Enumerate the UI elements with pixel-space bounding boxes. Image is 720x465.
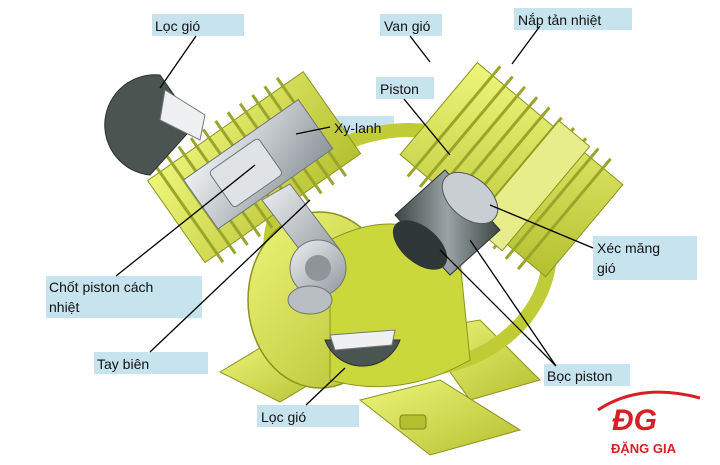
label-tay-bien: Tay biên — [97, 356, 149, 372]
label-box-nap-tan-nhiet — [514, 8, 632, 30]
label-box-piston — [376, 77, 434, 99]
label-loc-gio-top: Lọc gió — [155, 18, 200, 34]
label-nap-tan-nhiet: Nắp tản nhiệt — [518, 12, 601, 28]
left-cylinder — [146, 70, 362, 264]
leader-boc-piston-2 — [469, 239, 557, 367]
brand-logo: ĐG ĐẶNG GIA — [597, 390, 701, 456]
leader-van-gio — [409, 35, 431, 63]
bottom-air-filter — [324, 329, 401, 367]
leader-piston — [403, 98, 451, 156]
top-air-filter — [104, 74, 206, 176]
right-cylinder — [399, 61, 624, 278]
logo-swoosh — [597, 390, 701, 412]
label-xec-mang-line2: gió — [597, 260, 616, 276]
connecting-rod — [261, 183, 347, 315]
leader-loc-gio-top — [159, 35, 197, 89]
label-xy-lanh: Xy-lanh — [334, 120, 381, 136]
leader-xy-lanh — [295, 126, 331, 135]
label-chot-piston-line1: Chốt piston cách — [49, 279, 153, 295]
label-box-loc-gio-bottom — [257, 405, 359, 427]
leader-boc-piston-1 — [439, 249, 557, 367]
label-van-gio: Van gió — [384, 18, 431, 34]
label-chot-piston-line2: nhiệt — [49, 299, 79, 315]
label-loc-gio-bottom: Lọc gió — [261, 409, 306, 425]
leader-chot-piston — [115, 164, 256, 277]
logo-name: ĐẶNG GIA — [611, 441, 677, 456]
label-box-tay-bien — [94, 352, 208, 374]
label-box-loc-gio-top — [152, 14, 244, 36]
label-boc-piston: Bọc piston — [547, 368, 612, 384]
right-piston — [392, 169, 501, 276]
logo-mark: ĐG — [612, 404, 657, 437]
label-xec-mang-line1: Xéc măng — [597, 240, 660, 256]
leader-loc-gio-bottom — [305, 367, 346, 406]
leader-nap-tan-nhiet — [511, 25, 541, 65]
leader-xec-mang — [489, 204, 594, 249]
label-piston: Piston — [380, 81, 419, 97]
leader-tay-bien — [149, 199, 311, 353]
label-box-van-gio — [380, 14, 442, 36]
label-box-boc-piston — [544, 364, 630, 386]
label-box-xec-mang — [593, 236, 697, 280]
label-box-chot-piston — [46, 276, 202, 318]
